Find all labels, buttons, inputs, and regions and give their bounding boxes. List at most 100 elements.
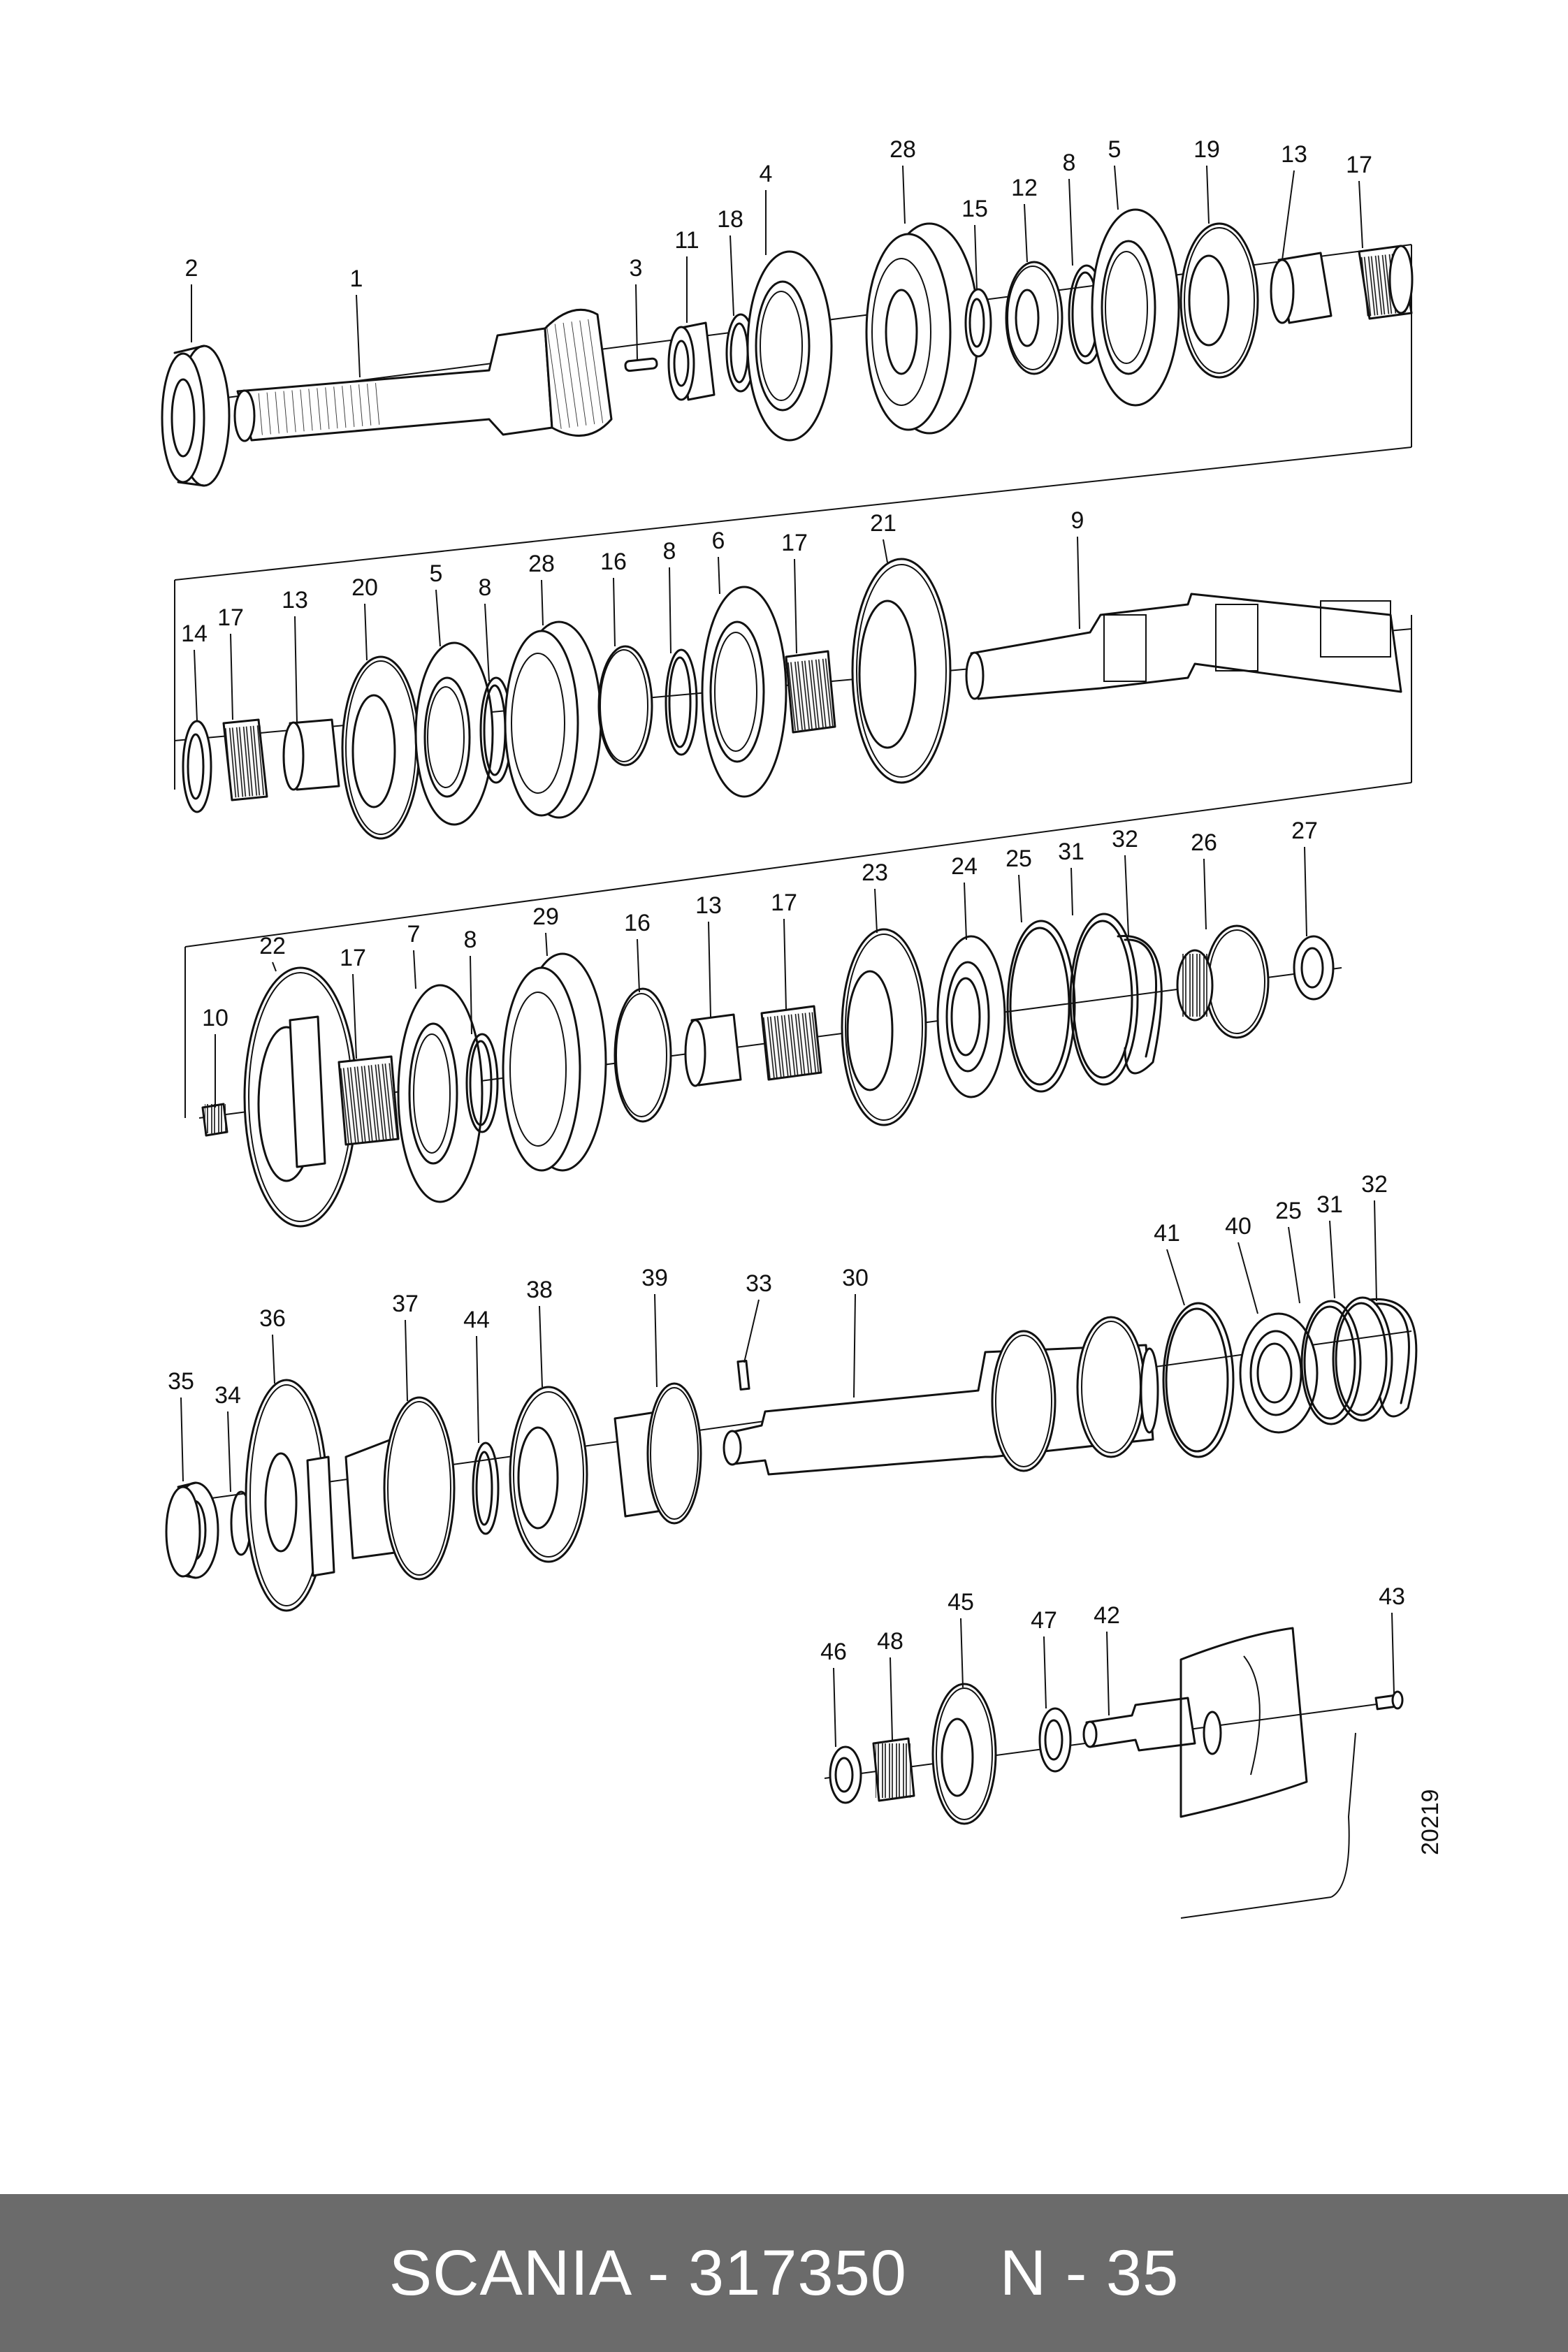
callout-leader (545, 932, 548, 957)
part-43-screw (1374, 1690, 1404, 1711)
callout-leader (1166, 1249, 1185, 1306)
part-28-synchro-hub (504, 620, 602, 819)
callout-leader (743, 1299, 760, 1363)
part-29-synchro-hub (502, 952, 607, 1172)
callout-leader (539, 1305, 543, 1388)
callout-8: 8 (479, 574, 492, 601)
callout-leader (960, 1618, 964, 1688)
row5-parts (829, 1627, 1404, 1825)
part-32-circlip (1368, 1298, 1418, 1418)
callout-35: 35 (168, 1368, 194, 1395)
callout-leader (637, 938, 640, 993)
callout-31: 31 (1058, 839, 1084, 865)
callout-4: 4 (760, 161, 773, 187)
callout-leader (194, 649, 198, 722)
part-24-bearing (936, 935, 1006, 1098)
callout-25: 25 (1006, 845, 1032, 872)
part-42-shaft (1082, 1697, 1196, 1752)
callout-23: 23 (862, 859, 888, 886)
callout-leader (613, 577, 616, 647)
part-17-needle-bearing (337, 1055, 400, 1146)
callout-17: 17 (771, 890, 797, 916)
callout-leader (635, 284, 638, 361)
callout-5: 5 (430, 560, 443, 587)
callout-28: 28 (528, 551, 555, 577)
part-17-needle-bearing (1358, 245, 1414, 320)
part-40-bearing (1239, 1312, 1319, 1434)
part-22-gear (243, 966, 358, 1228)
part-31-ring (1069, 913, 1139, 1086)
part-48-needle-bearing (872, 1737, 915, 1802)
part-13-sleeve (282, 718, 340, 791)
callout-13: 13 (1281, 141, 1307, 168)
row4-parts (165, 1296, 1418, 1612)
callout-42: 42 (1094, 1602, 1120, 1629)
callout-44: 44 (463, 1307, 490, 1333)
part-41-o-ring (1162, 1302, 1235, 1458)
callout-38: 38 (526, 1277, 553, 1303)
part-25-ring (1300, 1300, 1362, 1425)
callout-leader (364, 603, 368, 661)
drawing-number: 20219 (1417, 1789, 1444, 1855)
callout-leader (1018, 874, 1022, 923)
part-17-needle-bearing (760, 1005, 822, 1081)
row3-parts (201, 913, 1335, 1228)
callout-26: 26 (1191, 829, 1217, 856)
callout-17: 17 (781, 530, 808, 556)
part-3-pin (624, 357, 658, 372)
part-2-bearing (161, 344, 231, 487)
callout-29: 29 (532, 903, 559, 930)
part-31-ring (1332, 1296, 1393, 1422)
callout-leader (883, 539, 888, 563)
footer-part-number: SCANIA - 317350 N - 35 (389, 2237, 1179, 2309)
part-37-gear (344, 1396, 456, 1581)
callout-leader (1329, 1220, 1335, 1299)
callout-24: 24 (951, 853, 978, 880)
callout-leader (718, 556, 720, 595)
callout-13: 13 (282, 587, 308, 614)
part-33-key (736, 1359, 750, 1391)
callout-43: 43 (1379, 1583, 1405, 1610)
row2-parts (182, 558, 1402, 840)
callout-25: 25 (1275, 1198, 1302, 1224)
part-26-gear (1176, 924, 1270, 1039)
callout-12: 12 (1011, 175, 1038, 201)
part-35-bearing (165, 1481, 219, 1579)
callout-7: 7 (407, 921, 421, 948)
housing-section (1179, 1627, 1308, 1818)
callout-8: 8 (663, 538, 676, 565)
callout-leader (853, 1293, 856, 1398)
part-38-gear (509, 1386, 588, 1563)
part-17-needle-bearing (222, 718, 268, 801)
callout-leader (272, 961, 277, 972)
callout-40: 40 (1225, 1213, 1251, 1240)
part-16-gear-hub (614, 987, 672, 1123)
callout-1: 1 (350, 266, 363, 292)
footer-bar: SCANIA - 317350 N - 35 (0, 2194, 1568, 2352)
part-6-synchro-cone (701, 586, 787, 798)
callout-6: 6 (712, 528, 725, 554)
callout-leader (1203, 858, 1207, 930)
callout-16: 16 (600, 549, 627, 575)
callout-leader (890, 1657, 893, 1741)
callout-leader (1358, 180, 1363, 249)
part-11-bearing (667, 321, 716, 401)
callout-leader (1288, 1226, 1300, 1304)
callout-leader (729, 235, 734, 317)
part-1-input-shaft (233, 308, 613, 442)
part-23-gear (841, 928, 927, 1126)
part-17-needle-bearing (785, 650, 836, 734)
callout-leader (435, 589, 441, 647)
part-32-circlip (1117, 935, 1163, 1075)
callout-leader (484, 603, 490, 682)
callout-leader (470, 955, 472, 1035)
part-46-washer (829, 1745, 862, 1804)
callout-37: 37 (392, 1291, 419, 1317)
callout-leader (352, 973, 357, 1059)
part-30-countershaft (723, 1316, 1159, 1476)
callout-leader (356, 294, 361, 378)
callout-30: 30 (842, 1265, 869, 1291)
callout-leader (1114, 165, 1119, 210)
callout-11: 11 (674, 227, 699, 254)
